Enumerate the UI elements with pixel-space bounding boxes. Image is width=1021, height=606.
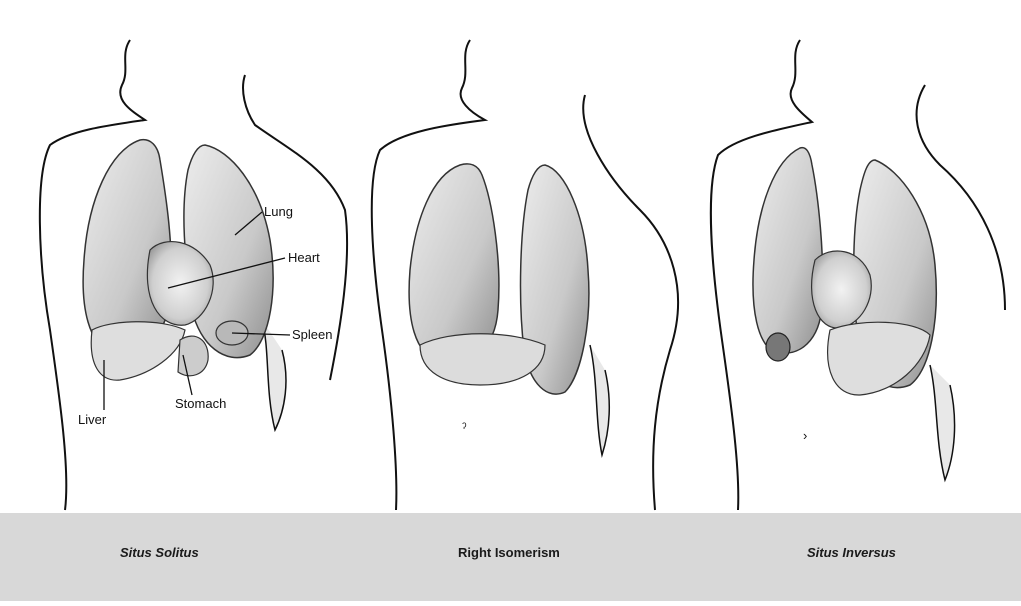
lung-left-mirrored [753, 148, 823, 354]
caption-situs-inversus: Situs Inversus [807, 545, 896, 560]
central-liver [420, 334, 545, 385]
arm-outline [590, 345, 609, 455]
label-lung: Lung [264, 204, 293, 219]
arm-outline [262, 320, 286, 430]
arm-outline [930, 365, 955, 480]
panel-situs-inversus: › [711, 40, 1005, 510]
label-liver: Liver [78, 412, 107, 427]
label-stomach: Stomach [175, 396, 226, 411]
stomach [178, 336, 208, 376]
liver [91, 322, 185, 380]
spleen-mirrored [766, 333, 790, 361]
caption-situs-solitus: Situs Solitus [120, 545, 199, 560]
panel-right-isomerism: ˀ [372, 40, 678, 510]
panel-situs-solitus: Lung Heart Spleen Liver Stomach [40, 40, 347, 510]
marker-glyph: ˀ [462, 420, 467, 435]
liver-mirrored [828, 322, 930, 395]
label-heart: Heart [288, 250, 320, 265]
body-outline-right [583, 95, 678, 510]
marker-glyph: › [803, 428, 807, 443]
caption-right-isomerism: Right Isomerism [458, 545, 560, 560]
label-spleen: Spleen [292, 327, 332, 342]
